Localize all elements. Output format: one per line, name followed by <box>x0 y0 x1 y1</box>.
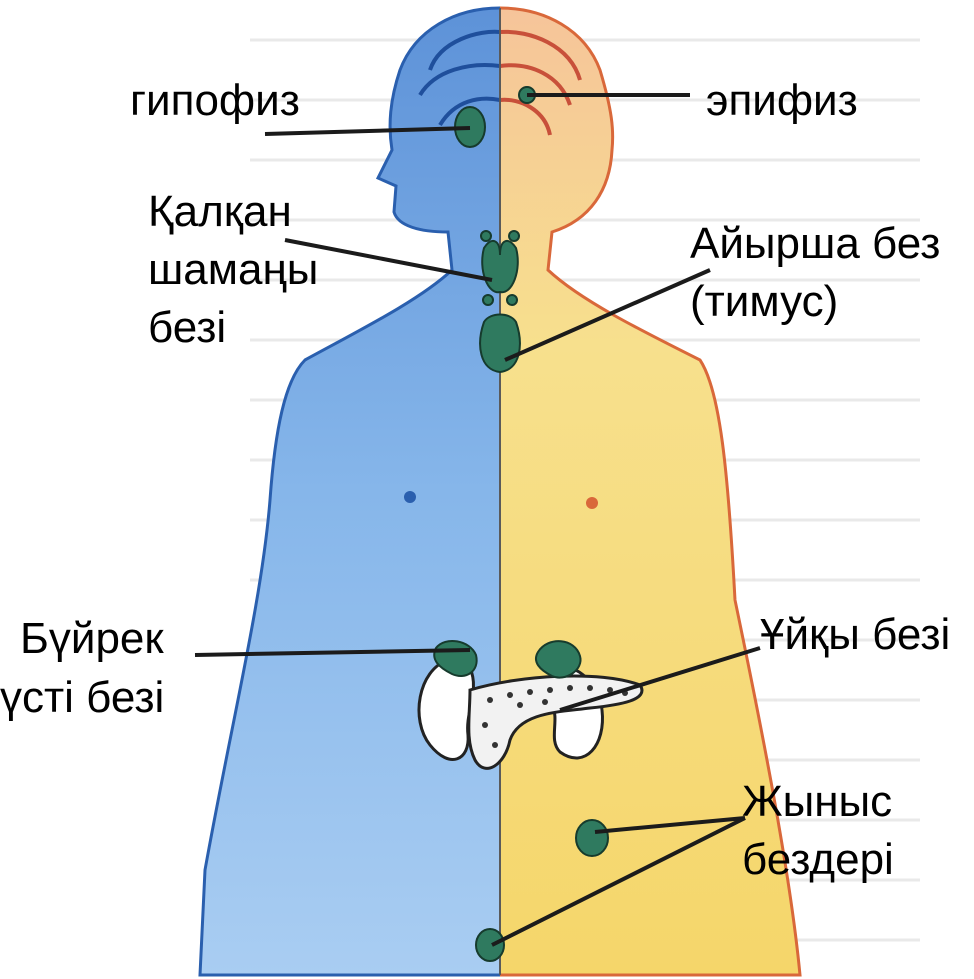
thymus-gland <box>480 315 520 373</box>
thyroid-gland <box>482 241 518 292</box>
parathyroid-left-upper <box>481 231 491 241</box>
label-adrenal-line2: үсті безі <box>0 674 164 722</box>
label-pineal: эпифиз <box>706 77 858 125</box>
label-pituitary: гипофиз <box>130 77 300 125</box>
right-nipple <box>586 497 598 509</box>
label-adrenal-line1: Бүйрек <box>20 615 164 663</box>
label-thyroid-line1: Қалқан <box>148 188 292 236</box>
label-thymus-line2: (тимус) <box>690 278 838 326</box>
parathyroid-left-lower <box>483 295 493 305</box>
parathyroid-right-upper <box>509 231 519 241</box>
label-thymus-line1: Айырша без <box>690 220 940 268</box>
label-thyroid-line3: безі <box>148 304 226 352</box>
label-gonads-line2: бездері <box>742 836 894 884</box>
label-pancreas: Ұйқы безі <box>760 611 950 659</box>
left-nipple <box>404 491 416 503</box>
parathyroid-right-lower <box>507 295 517 305</box>
label-thyroid-line2: шамаңы <box>148 246 318 294</box>
label-gonads-line1: Жыныс <box>742 778 892 826</box>
testis-gland <box>476 929 504 961</box>
ovary-gland <box>576 820 608 856</box>
